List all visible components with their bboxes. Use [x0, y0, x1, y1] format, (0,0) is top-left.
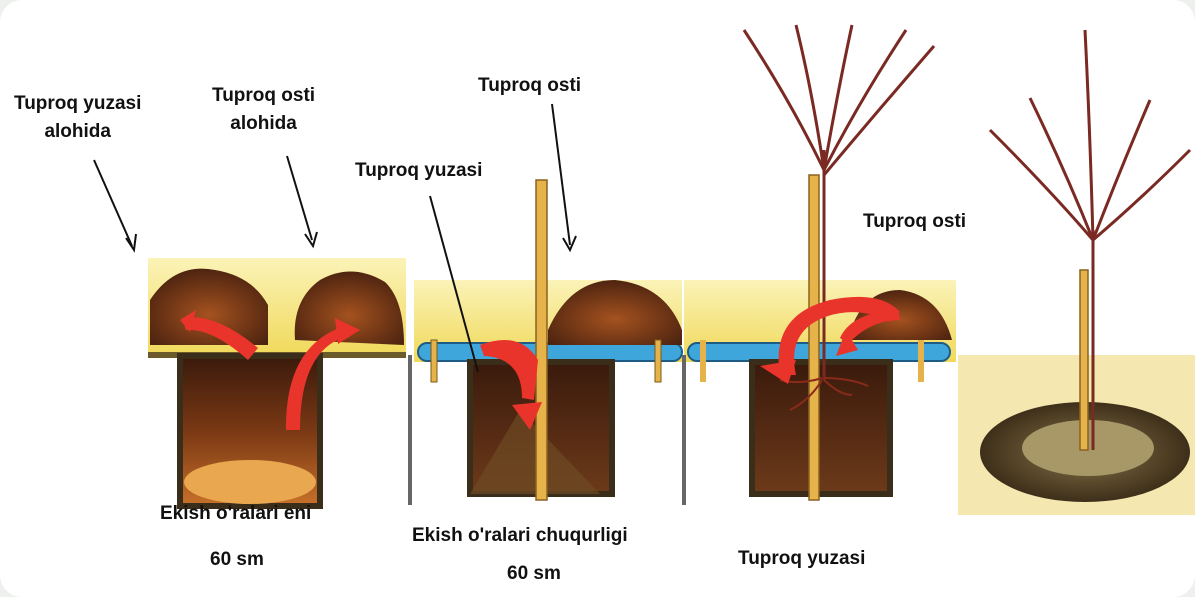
panel-4	[958, 30, 1195, 515]
label-topsoil-2: Tuproq yuzasi	[355, 157, 482, 185]
label-pit-width-value: 60 sm	[210, 546, 264, 574]
label-line: alohida	[212, 110, 315, 138]
label-pit-width: Ekish o'ralari eni	[160, 500, 311, 528]
label-pit-depth-value: 60 sm	[507, 560, 561, 588]
label-topsoil-separate: Tuproq yuzasi alohida	[14, 90, 141, 145]
label-subsoil-separate: Tuproq osti alohida	[212, 82, 315, 137]
panel-1	[94, 156, 406, 506]
panel-3	[682, 25, 956, 505]
label-subsoil-2: Tuproq osti	[478, 72, 581, 100]
label-line: Tuproq yuzasi	[14, 90, 141, 118]
label-pit-depth: Ekish o'ralari chuqurligi	[412, 522, 628, 550]
label-line: alohida	[14, 118, 141, 146]
label-line: Tuproq osti	[212, 82, 315, 110]
label-topsoil-3: Tuproq yuzasi	[738, 545, 865, 573]
label-subsoil-3: Tuproq osti	[863, 208, 966, 236]
